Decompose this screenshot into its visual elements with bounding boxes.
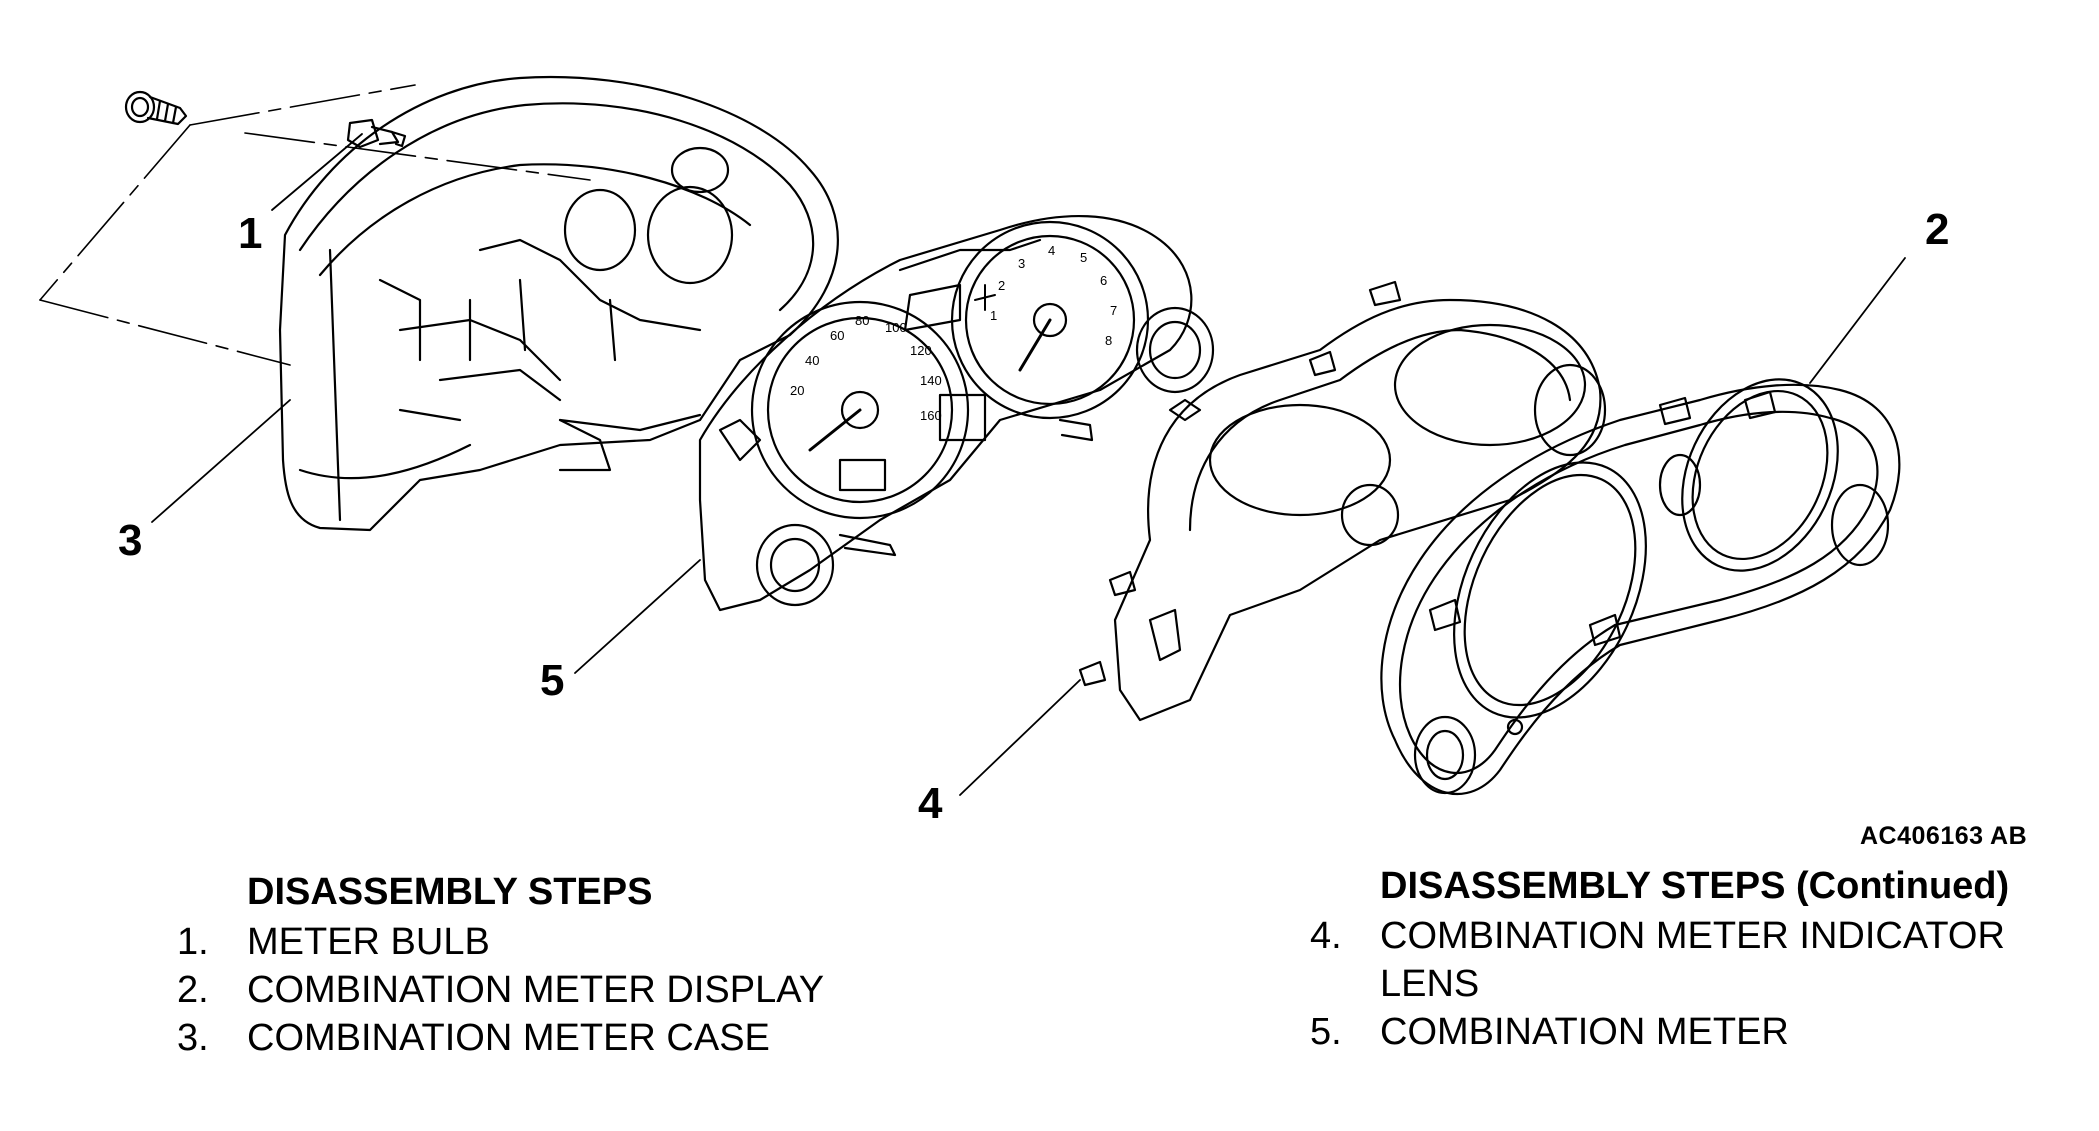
callout-4: 4 <box>918 779 943 828</box>
speedo-mark: 100 <box>885 320 907 335</box>
tacho-mark: 5 <box>1080 250 1087 265</box>
disassembly-steps-left: DISASSEMBLY STEPS 1. METER BULB 2. COMBI… <box>177 868 977 1062</box>
tacho-mark: 3 <box>1018 256 1025 271</box>
step-text: COMBINATION METER <box>1380 1011 1789 1053</box>
tacho-mark: 8 <box>1105 333 1112 348</box>
callout-numbers: 1 2 3 4 5 <box>118 205 1949 828</box>
step-item: 2. COMBINATION METER DISPLAY <box>177 966 977 1014</box>
step-item: 5. COMBINATION METER <box>1310 1008 2090 1056</box>
leader-lines <box>151 133 1906 796</box>
step-item: 4. COMBINATION METER INDICATOR LENS <box>1310 912 2090 1008</box>
combination-meter-part <box>698 214 1215 612</box>
step-text: METER BULB <box>247 921 490 963</box>
callout-5: 5 <box>540 656 564 705</box>
steps-heading: DISASSEMBLY STEPS (Continued) <box>1380 865 2010 907</box>
speedo-mark: 20 <box>790 383 804 398</box>
speedo-mark: 140 <box>920 373 942 388</box>
step-number: 3. <box>177 1017 209 1059</box>
speedo-mark: 120 <box>910 343 932 358</box>
figure-id: AC406163 AB <box>1860 822 2028 850</box>
step-item: 3. COMBINATION METER CASE <box>177 1014 977 1062</box>
step-number: 1. <box>177 921 209 963</box>
step-number: 4. <box>1310 915 1342 957</box>
meter-display-part <box>1380 378 1901 796</box>
speedo-mark: 40 <box>805 353 819 368</box>
screw-part <box>124 90 188 126</box>
speedo-mark: 60 <box>830 328 844 343</box>
tachometer-numerals: 1 2 3 4 5 6 7 8 <box>990 243 1117 348</box>
tacho-mark: 2 <box>998 278 1005 293</box>
callout-2: 2 <box>1925 205 1949 254</box>
step-text: COMBINATION METER DISPLAY <box>247 969 825 1011</box>
callout-1: 1 <box>238 209 262 258</box>
tacho-mark: 4 <box>1048 243 1055 258</box>
speedo-mark: 160 <box>920 408 942 423</box>
step-text: COMBINATION METER CASE <box>247 1017 770 1059</box>
step-number: 2. <box>177 969 209 1011</box>
steps-heading: DISASSEMBLY STEPS <box>247 871 653 913</box>
speedometer-numerals: 20 40 60 80 100 120 140 160 <box>790 313 942 423</box>
tacho-mark: 1 <box>990 308 997 323</box>
tacho-mark: 7 <box>1110 303 1117 318</box>
assembly-lines <box>39 84 591 366</box>
indicator-lens-part <box>1078 280 1607 722</box>
exploded-view-diagram: 20 40 60 80 100 120 140 160 1 2 3 4 5 6 … <box>39 75 1949 828</box>
meter-case-part <box>278 75 839 532</box>
step-number: 5. <box>1310 1011 1342 1053</box>
step-text: COMBINATION METER INDICATOR LENS <box>1380 915 2005 1005</box>
disassembly-steps-right: DISASSEMBLY STEPS (Continued) 4. COMBINA… <box>1310 862 2090 1056</box>
tacho-mark: 6 <box>1100 273 1107 288</box>
step-item: 1. METER BULB <box>177 918 977 966</box>
speedo-mark: 80 <box>855 313 869 328</box>
callout-3: 3 <box>118 516 142 565</box>
meter-bulb-part <box>346 118 407 149</box>
